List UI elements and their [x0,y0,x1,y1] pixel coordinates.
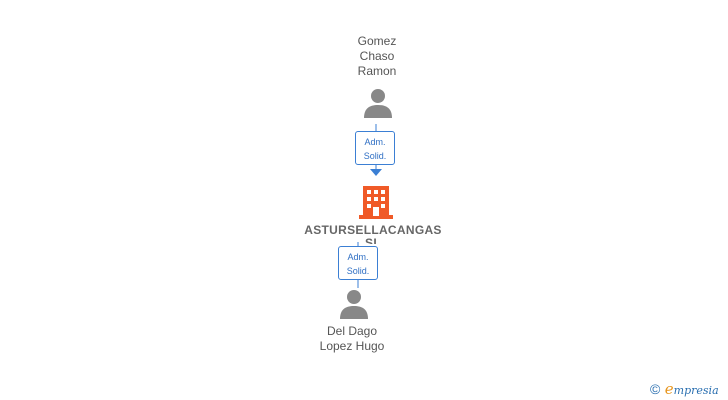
top-person-name-line: Ramon [357,64,397,78]
brand-rest: mpresia [673,384,719,397]
person-icon[interactable] [338,288,370,320]
role-badge-line: Solid. [346,266,370,276]
copyright-icon: © [650,381,661,397]
brand-logo: empresia [665,380,719,398]
empresia-watermark[interactable]: © empresia [650,380,719,398]
brand-first-letter: e [664,380,674,398]
role-badge-bottom[interactable]: Adm. Solid. [338,246,378,280]
bottom-person-name-line: Lopez Hugo [319,339,385,353]
bottom-person-name[interactable]: Del Dago Lopez Hugo [302,324,402,354]
bottom-person-name-line: Del Dago [326,324,378,338]
top-person-name[interactable]: Gomez Chaso Ramon [337,34,417,79]
edge-top-arrowhead [370,169,382,176]
role-badge-top[interactable]: Adm. Solid. [355,131,395,165]
top-person-name-line: Gomez [357,34,397,48]
role-badge-line: Adm. [347,252,369,262]
top-person-name-line: Chaso [359,49,395,63]
company-name[interactable]: ASTURSELLACANGAS SL [304,224,442,244]
role-badge-line: Solid. [363,151,387,161]
building-icon[interactable] [359,183,393,219]
person-icon[interactable] [362,87,394,119]
role-badge-line: Adm. [364,137,386,147]
